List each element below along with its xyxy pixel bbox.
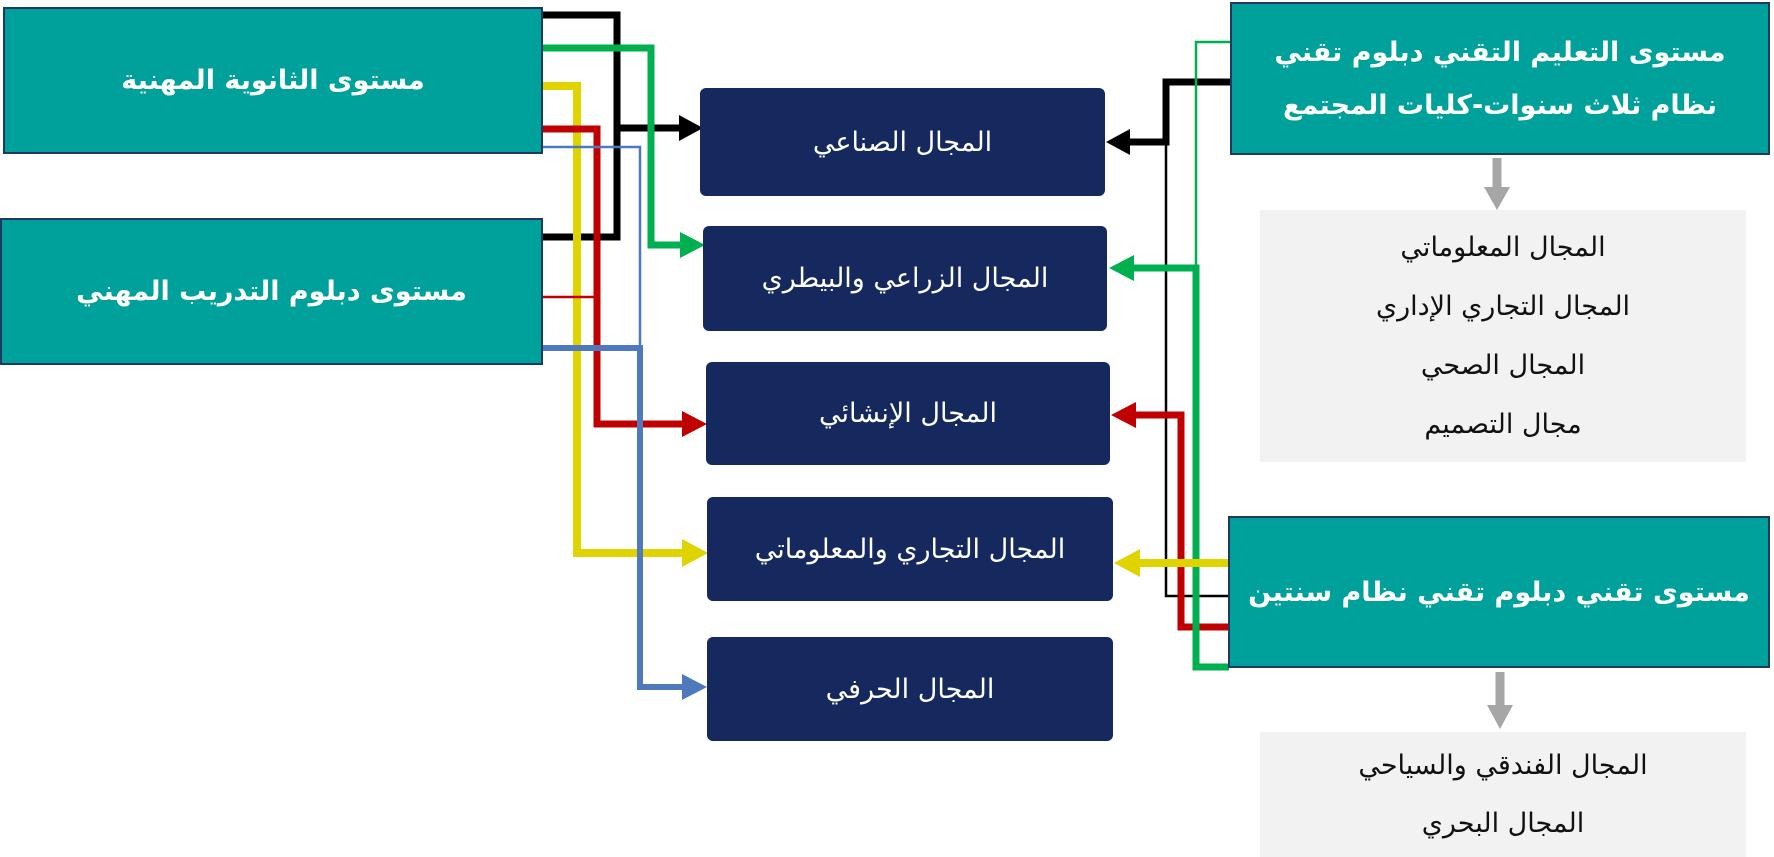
- gray-arrow-bottom: [1487, 672, 1513, 729]
- box-construction-field: المجال الإنشائي: [706, 362, 1110, 465]
- list-item-informatics-field: المجال المعلوماتي: [1400, 232, 1606, 263]
- box-vocational-secondary-level: مستوى الثانوية المهنية: [3, 7, 543, 154]
- green-arrowhead-agricultural-left: [680, 232, 705, 258]
- box-industrial-field: المجال الصناعي: [700, 88, 1105, 196]
- industrial-field-label: المجال الصناعي: [812, 126, 993, 158]
- list-item-design-field: مجال التصميم: [1424, 409, 1582, 440]
- agricultural-veterinary-field-label: المجال الزراعي والبيطري: [761, 263, 1049, 294]
- left-blue-connector: [543, 145, 707, 700]
- box-craft-field: المجال الحرفي: [707, 637, 1113, 741]
- left-green-connector: [543, 44, 705, 258]
- right-green-connector: [1109, 40, 1230, 671]
- box-vocational-training-diploma-label: مستوى دبلوم التدريب المهني: [76, 276, 467, 307]
- commercial-informatics-field-label: المجال التجاري والمعلوماتي: [754, 533, 1066, 565]
- box-technical-2year-level: مستوى تقني دبلوم تقني نظام سنتين: [1228, 516, 1770, 668]
- yellow-arrowhead-commercial-left: [682, 539, 708, 567]
- box-agricultural-veterinary-field: المجال الزراعي والبيطري: [703, 226, 1107, 331]
- left-red-connector: [543, 125, 707, 437]
- technical-education-3year-line1: مستوى التعليم التقني دبلوم تقني: [1274, 36, 1726, 68]
- technical-education-3year-line2: نظام ثلاث سنوات-كليات المجتمع: [1283, 89, 1717, 121]
- box-vocational-secondary-label: مستوى الثانوية المهنية: [121, 65, 425, 96]
- right-red-connector: [1111, 402, 1229, 631]
- box-vocational-training-diploma-level: مستوى دبلوم التدريب المهني: [0, 218, 543, 365]
- technical-2year-label: مستوى تقني دبلوم تقني نظام سنتين: [1248, 576, 1750, 608]
- right-black-connector: [1106, 78, 1230, 598]
- list-item-health-field: المجال الصحي: [1420, 350, 1586, 381]
- box-technical-education-3year-level: مستوى التعليم التقني دبلوم تقني نظام ثلا…: [1230, 2, 1770, 155]
- left-yellow-connector: [543, 82, 708, 567]
- red-arrowhead-construction-right: [1111, 402, 1136, 428]
- left-black-connector: [543, 11, 703, 241]
- right-yellow-connector: [1114, 549, 1229, 577]
- list-item-commercial-admin-field: المجال التجاري الإداري: [1375, 291, 1631, 322]
- box-commercial-informatics-field: المجال التجاري والمعلوماتي: [707, 497, 1113, 601]
- list-item-hotel-tourism-field: المجال الفندقي والسياحي: [1358, 749, 1648, 781]
- list-item-maritime-field: المجال البحري: [1421, 808, 1585, 840]
- yellow-arrowhead-commercial-right: [1114, 549, 1140, 577]
- list-3year-fields: المجال المعلوماتي المجال التجاري الإداري…: [1260, 210, 1746, 462]
- gray-arrow-top: [1484, 158, 1510, 210]
- construction-field-label: المجال الإنشائي: [819, 398, 997, 429]
- blue-arrowhead-craft-left: [682, 674, 707, 700]
- green-arrowhead-agricultural-right: [1109, 255, 1134, 281]
- craft-field-label: المجال الحرفي: [825, 673, 995, 705]
- red-arrowhead-construction-left: [682, 411, 707, 437]
- list-2year-fields: المجال الفندقي والسياحي المجال البحري: [1260, 732, 1746, 857]
- black-arrowhead-industrial-right: [1106, 129, 1130, 155]
